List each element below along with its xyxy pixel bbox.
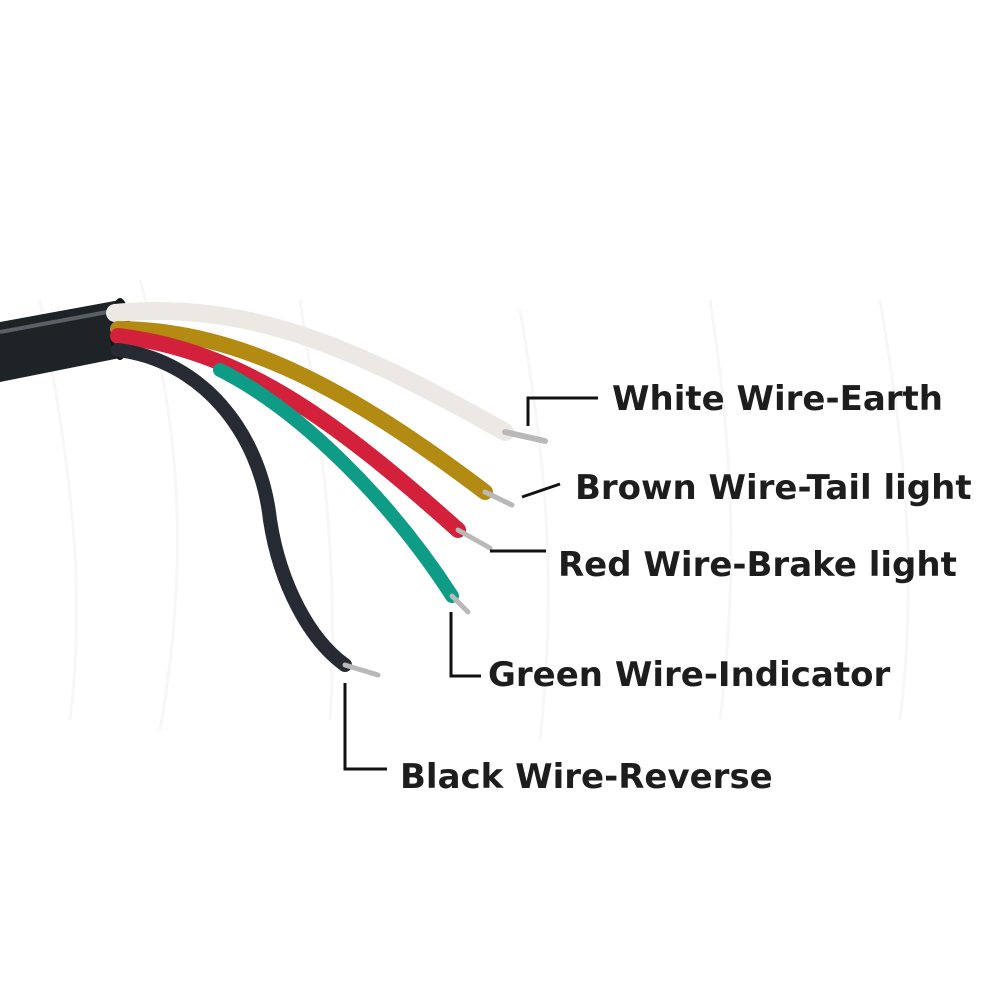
- label-red-wire: Red Wire-Brake light: [558, 545, 957, 585]
- white-leader: [526, 396, 598, 426]
- white-wire-tip: [502, 429, 548, 444]
- label-white-wire: White Wire-Earth: [612, 379, 943, 419]
- wires: [106, 301, 548, 678]
- red-wire: [110, 328, 466, 538]
- black-wire: [111, 343, 352, 672]
- black-leader: [343, 683, 387, 771]
- leader-lines: [343, 396, 598, 771]
- label-black-wire: Black Wire-Reverse: [400, 757, 773, 797]
- white-wire: [106, 301, 514, 441]
- black-wire-tip: [342, 662, 381, 678]
- brown-wire-tip: [482, 489, 515, 508]
- label-brown-wire: Brown Wire-Tail light: [575, 468, 972, 508]
- red-wire-tip: [455, 527, 493, 551]
- wire-labels: White Wire-Earth Brown Wire-Tail light R…: [400, 379, 972, 797]
- green-leader: [449, 612, 481, 678]
- brown-leader: [521, 482, 561, 499]
- brown-wire: [110, 321, 493, 500]
- green-wire-tip: [449, 593, 471, 615]
- green-wire: [213, 363, 459, 603]
- label-green-wire: Green Wire-Indicator: [488, 655, 890, 695]
